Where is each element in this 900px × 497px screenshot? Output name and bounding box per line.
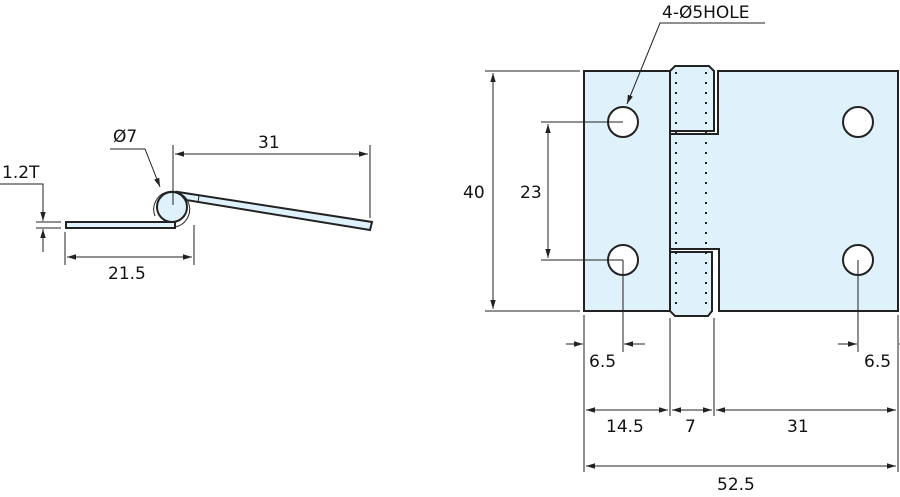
open-leaf-length-label: 31 <box>258 133 280 153</box>
knuckle-curl <box>153 190 191 228</box>
hole <box>842 106 874 138</box>
hole-note-leader <box>626 22 765 105</box>
left-leaf-width-label: 14.5 <box>606 417 644 437</box>
diameter-leader <box>110 148 161 188</box>
front-view: 4-Ø5HOLE 40 23 6.5 6.5 14.5 7 31 52.5 <box>463 3 900 495</box>
bottom-knuckle <box>669 251 713 317</box>
hole-offset-right-label: 6.5 <box>864 352 891 372</box>
flat-leaf <box>65 221 176 229</box>
top-knuckle <box>669 65 715 132</box>
angled-leaf <box>175 190 374 232</box>
knuckle-width-label: 7 <box>685 417 696 437</box>
knuckle-pin <box>156 191 188 223</box>
right-leaf <box>669 70 899 312</box>
total-width-label: 52.5 <box>717 475 755 493</box>
height-label: 40 <box>463 183 485 203</box>
side-view: Ø7 31 1.2T 21.5 <box>0 127 374 284</box>
flat-leaf-length-label: 21.5 <box>108 264 146 284</box>
diameter-label: Ø7 <box>113 127 137 147</box>
angled-leaf-joint <box>197 194 200 204</box>
hole-note: 4-Ø5HOLE <box>662 3 750 23</box>
thickness-leader <box>0 183 46 221</box>
thickness-label: 1.2T <box>2 163 40 183</box>
right-leaf-width-label: 31 <box>787 417 809 437</box>
hole-pitch-label: 23 <box>520 183 542 203</box>
hole-offset-left-label: 6.5 <box>589 352 616 372</box>
